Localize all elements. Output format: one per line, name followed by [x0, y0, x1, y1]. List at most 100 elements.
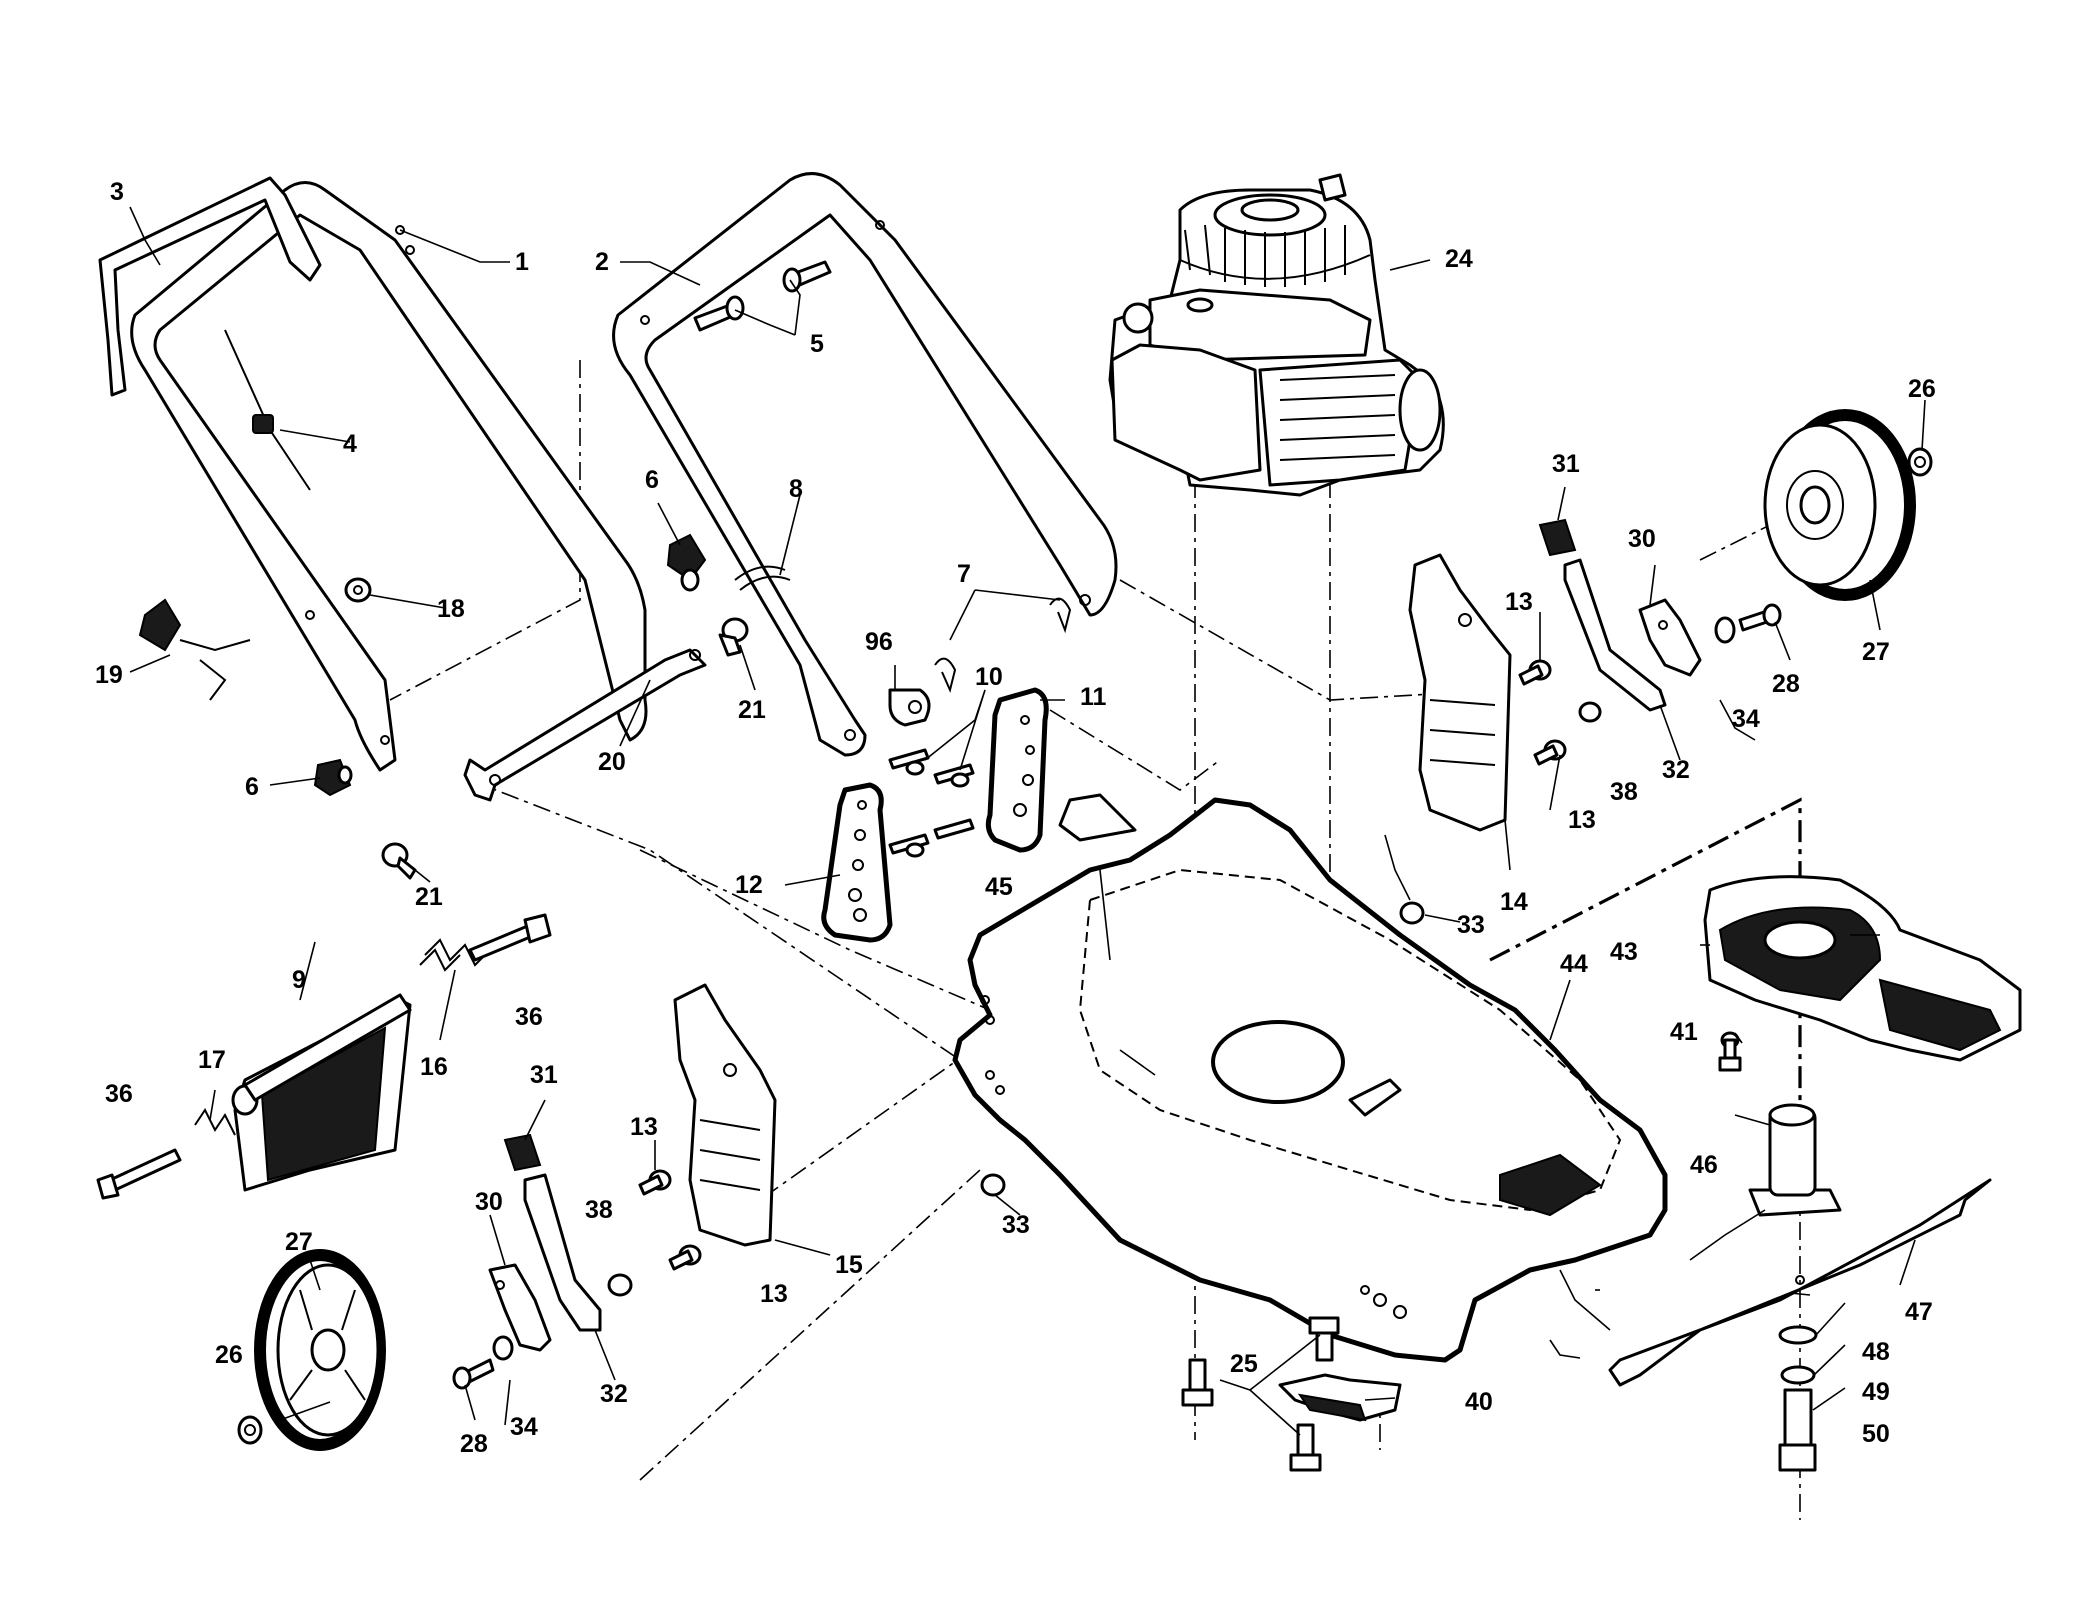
- bolts-part-5: [693, 260, 832, 332]
- bolt-part-36-upper: [468, 913, 552, 962]
- bolt-part-13-d: [668, 1244, 702, 1271]
- callout-3: 3: [110, 178, 124, 206]
- callout-33-right: 33: [1457, 911, 1485, 939]
- washer-part-49: [1780, 1365, 1816, 1385]
- callout-26-left: 26: [215, 1341, 243, 1369]
- lever-bracket-part-30-right: [1638, 598, 1702, 677]
- callout-1: 1: [515, 248, 529, 276]
- callout-46: 46: [1690, 1151, 1718, 1179]
- callout-13-b: 13: [1568, 806, 1596, 834]
- wheel-bracket-part-14: [1408, 553, 1512, 832]
- callout-32-left: 32: [600, 1380, 628, 1408]
- callout-25: 25: [1230, 1350, 1258, 1378]
- bolt-part-28-left: [452, 1358, 495, 1390]
- callout-41: 41: [1670, 1018, 1698, 1046]
- callout-20: 20: [598, 748, 626, 776]
- callout-15: 15: [835, 1251, 863, 1279]
- mulching-cover-part-43: [1703, 875, 2022, 1062]
- bolt-part-13-c: [638, 1169, 672, 1196]
- hubcap-nut-part-26-right: [1907, 447, 1933, 477]
- hairpin-clip-part-7: [934, 597, 1072, 694]
- callout-31-right: 31: [1552, 450, 1580, 478]
- wheel-bracket-part-15: [673, 983, 777, 1247]
- blade-part-47: [1608, 1178, 1992, 1387]
- hubcap-nut-part-26-left: [237, 1415, 263, 1445]
- callout-28-left: 28: [460, 1430, 488, 1458]
- callout-13-a: 13: [1505, 588, 1533, 616]
- bolt-part-36-lower: [96, 1148, 182, 1200]
- callout-8: 8: [789, 475, 803, 503]
- callout-26-right: 26: [1908, 375, 1936, 403]
- upper-handle-part-1: [130, 181, 648, 772]
- rear-deflector-part-9: [231, 993, 412, 1192]
- height-plate-part-11: [985, 687, 1049, 853]
- callout-24: 24: [1445, 245, 1473, 273]
- callout-5: 5: [810, 330, 824, 358]
- callout-48: 48: [1862, 1338, 1890, 1366]
- bolt-part-25-a: [1181, 1358, 1214, 1407]
- callout-43: 43: [1610, 938, 1638, 966]
- callout-11: 11: [1080, 683, 1107, 711]
- callout-labels: 1 2 3 4 5 6 6 7 8 9 10 11 12 13 13 13 13…: [95, 178, 1936, 1458]
- callout-34-left: 34: [510, 1413, 538, 1441]
- callout-40: 40: [1465, 1388, 1493, 1416]
- upper-handle-part-2: [612, 172, 1118, 757]
- bolt-part-28-right: [1738, 603, 1782, 632]
- callout-10: 10: [975, 663, 1003, 691]
- blade-adapter-part-46: [1748, 1103, 1842, 1217]
- callout-28-right: 28: [1772, 670, 1800, 698]
- height-lever-part-32-right: [1563, 558, 1667, 712]
- lever-bracket-part-30-left: [488, 1263, 552, 1352]
- callout-13-c: 13: [630, 1113, 658, 1141]
- callout-12: 12: [735, 871, 763, 899]
- callout-27-left: 27: [285, 1228, 313, 1256]
- callout-38-right: 38: [1610, 778, 1638, 806]
- nut-part-33-right: [1399, 901, 1425, 925]
- callout-38-left: 38: [585, 1196, 613, 1224]
- callout-50: 50: [1862, 1420, 1890, 1448]
- spring-part-17: [194, 1108, 236, 1136]
- height-rod-part-20: [463, 648, 707, 802]
- callout-18: 18: [437, 595, 465, 623]
- callout-27-right: 27: [1862, 638, 1890, 666]
- wheel-part-27-right: [1763, 409, 1916, 601]
- height-plate-part-12: [821, 782, 893, 943]
- clamp-part-96: [888, 688, 931, 727]
- nut-part-33-left: [980, 1173, 1006, 1197]
- callout-7: 7: [957, 560, 971, 588]
- callout-30-left: 30: [475, 1188, 503, 1216]
- callout-30-right: 30: [1628, 525, 1656, 553]
- knob-part-6-upper: [666, 533, 707, 592]
- washer-part-38-right: [1578, 701, 1602, 723]
- bolt-part-13-a: [1518, 659, 1552, 686]
- washer-part-48: [1778, 1325, 1818, 1345]
- engine-part-24: [1108, 173, 1445, 497]
- control-bar-part-3: [98, 176, 322, 397]
- filler-piece-part-45: [1058, 793, 1137, 842]
- washer-part-34-left: [492, 1335, 514, 1361]
- callout-9: 9: [292, 966, 306, 994]
- bolt-part-25-c: [1289, 1423, 1322, 1472]
- callout-13-d: 13: [760, 1280, 788, 1308]
- callout-96: 96: [865, 628, 893, 656]
- callout-45: 45: [985, 873, 1013, 901]
- callout-49: 49: [1862, 1378, 1890, 1406]
- wheel-part-27-left: [254, 1249, 386, 1451]
- bolt-part-21-lower: [381, 842, 417, 880]
- spring-part-16: [419, 938, 491, 972]
- cable-clip-part-4: [224, 329, 311, 491]
- callout-19: 19: [95, 661, 123, 689]
- skid-plate-part-40: [1278, 1373, 1402, 1422]
- callout-2: 2: [595, 248, 609, 276]
- callout-21-lower: 21: [415, 883, 443, 911]
- bolt-part-41: [1718, 1031, 1742, 1072]
- callout-6-upper: 6: [645, 466, 659, 494]
- pins-part-10: [888, 748, 975, 858]
- callout-36-upper: 36: [515, 1003, 543, 1031]
- callout-36-lower: 36: [105, 1080, 133, 1108]
- callout-4: 4: [343, 430, 357, 458]
- height-lever-part-32-left: [523, 1173, 602, 1332]
- nut-part-18: [344, 577, 372, 603]
- blade-bolt-part-50: [1778, 1388, 1817, 1472]
